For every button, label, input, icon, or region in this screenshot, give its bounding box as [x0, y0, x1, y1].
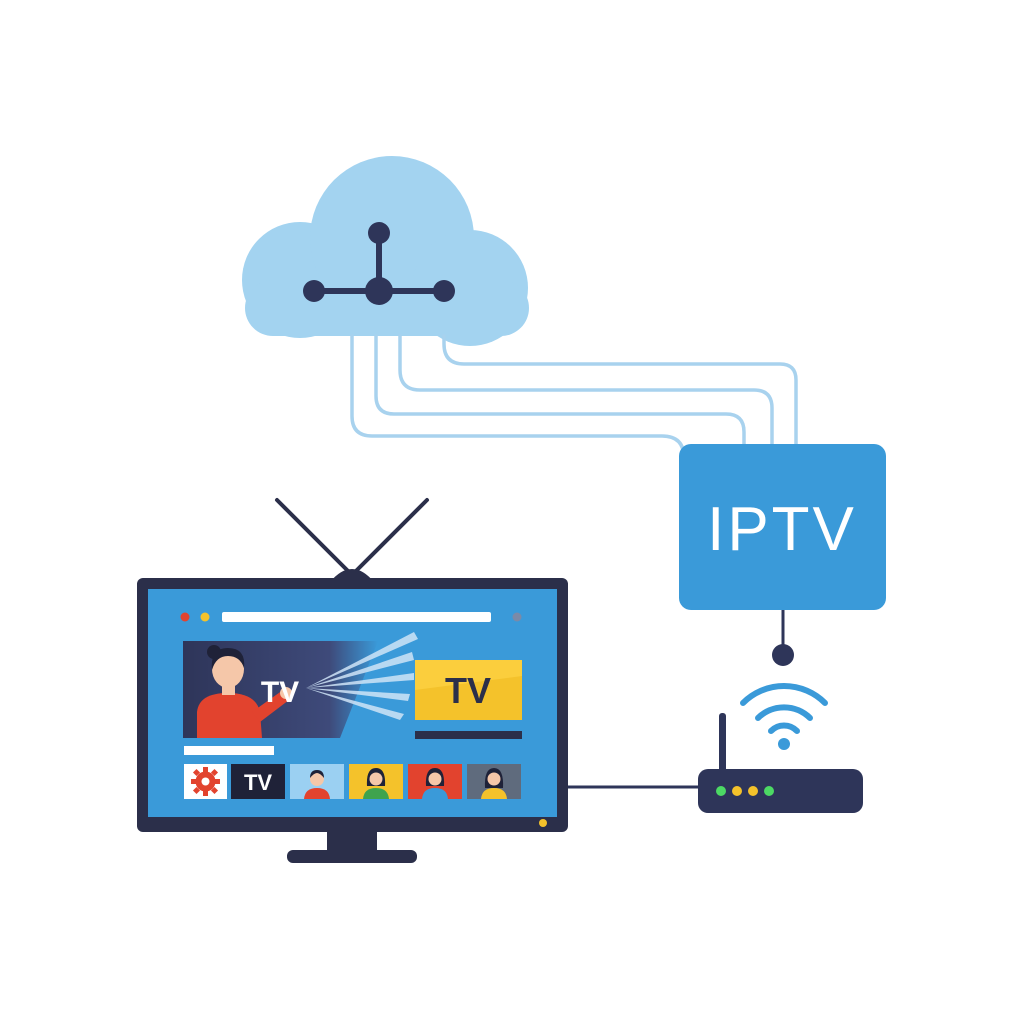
television: TV TV: [137, 498, 568, 863]
channel-tile-person-2[interactable]: [349, 764, 403, 799]
hero-tv-label: TV: [261, 676, 299, 709]
cable-2: [374, 334, 746, 448]
channel-tile-person-4[interactable]: [467, 764, 521, 799]
person-avatar: [363, 768, 389, 799]
channel-tile-person-1[interactable]: [290, 764, 344, 799]
cloud-to-iptv-cables: [350, 334, 798, 460]
person-avatar: [481, 768, 507, 799]
address-bar: [222, 612, 491, 622]
router-status-leds: [716, 786, 774, 796]
hero-panel: TV: [183, 632, 418, 738]
banner-progress-bar: [415, 731, 522, 739]
network-hub-icon: [303, 222, 455, 305]
cable-1: [350, 334, 686, 460]
iptv-label: IPTV: [707, 495, 857, 564]
screen-top-bar: [180, 612, 522, 622]
gear-icon: [191, 767, 220, 796]
router: [698, 713, 863, 813]
iptv-connector: [772, 610, 794, 666]
iptv-box: IPTV: [679, 444, 886, 610]
hero-caption-bar: [184, 746, 274, 755]
person-avatar: [422, 768, 448, 799]
channel-tile-tv[interactable]: TV: [231, 764, 285, 799]
tv-power-led: [539, 819, 547, 827]
channel-tile-person-3[interactable]: [408, 764, 462, 799]
router-antenna: [719, 713, 726, 773]
presenter-figure: [197, 645, 292, 738]
banner-tv-label: TV: [445, 670, 491, 711]
channel-tv-label: TV: [244, 770, 272, 795]
tv-banner: TV: [415, 660, 522, 739]
broadcast-beams: [306, 632, 418, 720]
tv-antenna: [275, 498, 429, 582]
tv-stand: [287, 828, 417, 863]
person-avatar: [304, 770, 330, 799]
channel-tile-settings[interactable]: [184, 764, 227, 799]
cloud-icon: [242, 156, 529, 346]
cable-4: [442, 334, 798, 448]
cable-3: [398, 334, 774, 448]
router-body: [698, 769, 863, 813]
channel-row: TV: [184, 764, 521, 799]
wifi-icon: [740, 683, 828, 750]
cloud: [242, 156, 529, 346]
